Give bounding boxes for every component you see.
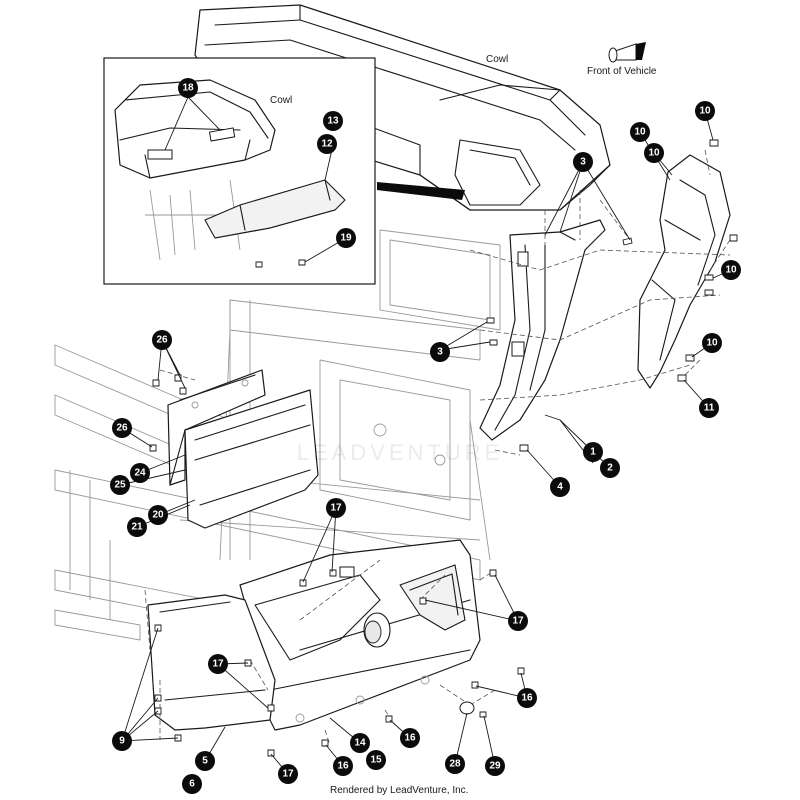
callout-8: 10 bbox=[644, 143, 664, 163]
svg-text:15: 15 bbox=[370, 755, 382, 766]
svg-text:26: 26 bbox=[156, 335, 168, 346]
callout-2: 2 bbox=[600, 458, 620, 478]
front-of-vehicle-label: Front of Vehicle bbox=[587, 66, 657, 77]
callout-11: 11 bbox=[699, 398, 719, 418]
callout-6: 6 bbox=[182, 774, 202, 794]
callout-21: 21 bbox=[127, 517, 147, 537]
callout-26: 26 bbox=[152, 330, 172, 350]
callout-7: 9 bbox=[112, 731, 132, 751]
callout-26: 26 bbox=[112, 418, 132, 438]
inset-pointer bbox=[377, 182, 465, 200]
cowl-inset-label: Cowl bbox=[270, 95, 292, 106]
kick-panel bbox=[637, 154, 731, 389]
svg-text:13: 13 bbox=[327, 116, 339, 127]
inset-detail bbox=[103, 57, 376, 285]
svg-text:21: 21 bbox=[131, 522, 143, 533]
callout-17: 17 bbox=[208, 654, 228, 674]
svg-text:10: 10 bbox=[725, 265, 737, 276]
callout-1: 1 bbox=[583, 442, 603, 462]
svg-text:16: 16 bbox=[521, 693, 533, 704]
callout-9: 10 bbox=[630, 122, 650, 142]
credit-text: Rendered by LeadVenture, Inc. bbox=[330, 785, 468, 796]
callout-17: 17 bbox=[278, 764, 298, 784]
vehicle-frame bbox=[54, 229, 501, 641]
svg-text:28: 28 bbox=[449, 759, 461, 770]
center-panel bbox=[167, 369, 319, 529]
svg-text:29: 29 bbox=[489, 761, 501, 772]
svg-text:24: 24 bbox=[134, 468, 146, 479]
svg-text:6: 6 bbox=[189, 779, 195, 790]
callout-29: 29 bbox=[485, 756, 505, 776]
callout-12: 12 bbox=[317, 134, 337, 154]
svg-text:3: 3 bbox=[437, 347, 443, 358]
callout-14: 14 bbox=[350, 733, 370, 753]
callout-17: 17 bbox=[508, 611, 528, 631]
svg-text:9: 9 bbox=[119, 736, 125, 747]
svg-text:18: 18 bbox=[182, 83, 194, 94]
callout-10: 10 bbox=[721, 260, 741, 280]
svg-text:17: 17 bbox=[212, 659, 224, 670]
callout-3: 3 bbox=[430, 342, 450, 362]
svg-text:25: 25 bbox=[114, 480, 126, 491]
callout-10: 10 bbox=[702, 333, 722, 353]
callout-25: 25 bbox=[110, 475, 130, 495]
callout-15: 15 bbox=[366, 750, 386, 770]
callout-16: 16 bbox=[400, 728, 420, 748]
svg-text:2: 2 bbox=[607, 463, 613, 474]
svg-text:16: 16 bbox=[337, 761, 349, 772]
a-pillar-trim bbox=[479, 219, 606, 441]
svg-text:10: 10 bbox=[699, 106, 711, 117]
cowl-label: Cowl bbox=[486, 54, 508, 65]
svg-text:26: 26 bbox=[116, 423, 128, 434]
svg-text:12: 12 bbox=[321, 139, 333, 150]
callout-3: 3 bbox=[573, 152, 593, 172]
svg-text:4: 4 bbox=[557, 482, 563, 493]
callout-16: 16 bbox=[333, 756, 353, 776]
watermark: LEADVENTURE bbox=[297, 440, 504, 465]
svg-text:14: 14 bbox=[354, 738, 366, 749]
svg-text:17: 17 bbox=[282, 769, 294, 780]
callout-24: 24 bbox=[130, 463, 150, 483]
callout-19: 19 bbox=[336, 228, 356, 248]
front-of-vehicle-arrow bbox=[608, 42, 646, 63]
svg-text:10: 10 bbox=[706, 338, 718, 349]
svg-text:20: 20 bbox=[152, 510, 164, 521]
callout-17: 17 bbox=[326, 498, 346, 518]
callout-18: 18 bbox=[178, 78, 198, 98]
assembly-lines bbox=[144, 149, 731, 746]
callout-13: 13 bbox=[323, 111, 343, 131]
svg-text:17: 17 bbox=[330, 503, 342, 514]
svg-text:19: 19 bbox=[340, 233, 352, 244]
svg-text:5: 5 bbox=[202, 756, 208, 767]
svg-text:1: 1 bbox=[590, 447, 596, 458]
svg-text:16: 16 bbox=[404, 733, 416, 744]
callout-28: 28 bbox=[445, 754, 465, 774]
svg-text:10: 10 bbox=[648, 148, 660, 159]
callout-10: 10 bbox=[695, 101, 715, 121]
svg-text:3: 3 bbox=[580, 157, 586, 168]
callout-20: 20 bbox=[148, 505, 168, 525]
lower-side-panel bbox=[239, 539, 481, 731]
svg-text:10: 10 bbox=[634, 127, 646, 138]
callout-4: 4 bbox=[550, 477, 570, 497]
callout-5: 5 bbox=[195, 751, 215, 771]
svg-text:11: 11 bbox=[704, 403, 715, 414]
svg-text:17: 17 bbox=[512, 616, 524, 627]
callout-16: 16 bbox=[517, 688, 537, 708]
